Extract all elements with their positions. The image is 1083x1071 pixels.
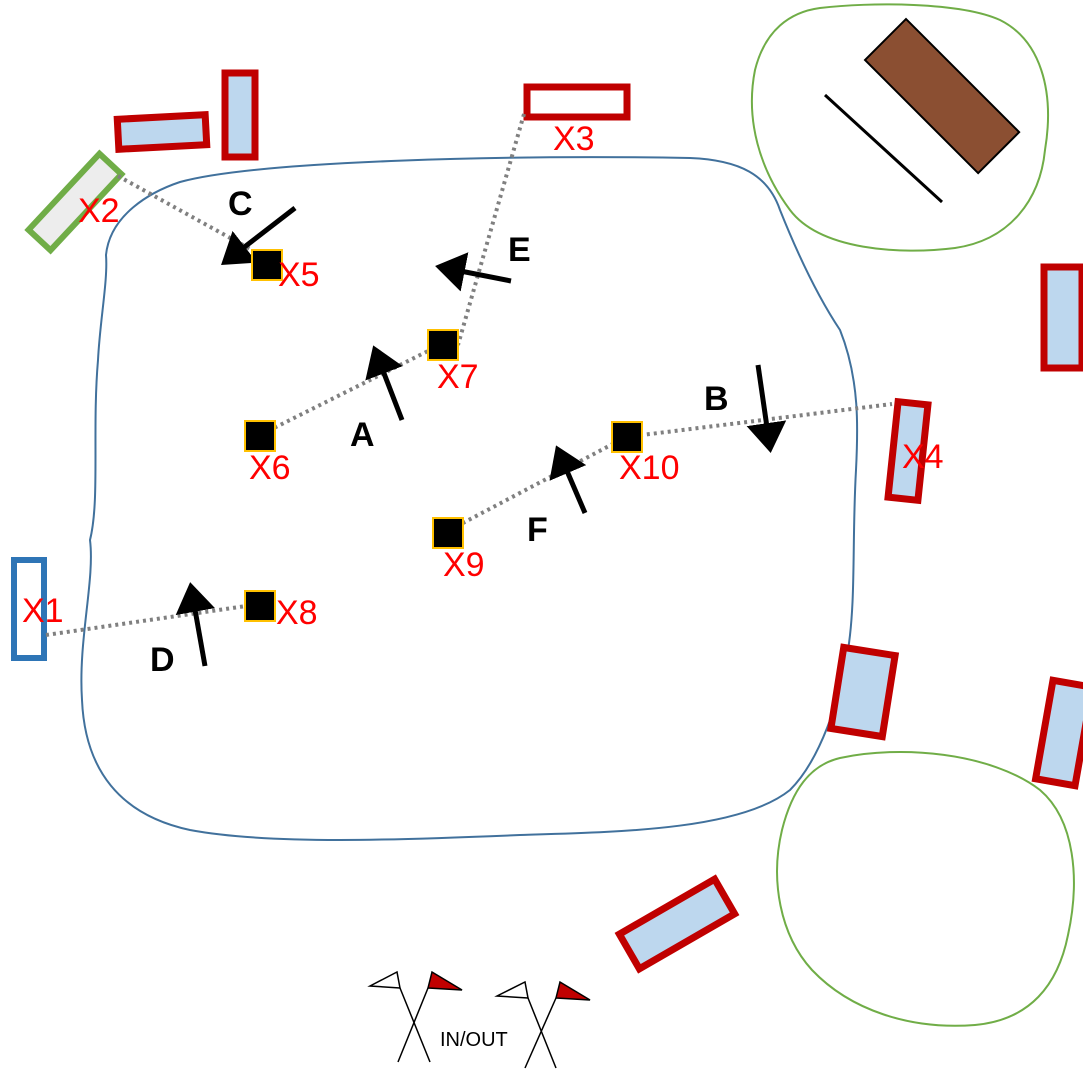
label-x7: X7	[437, 358, 479, 396]
label-direction-a: A	[350, 416, 375, 454]
cell-x4	[884, 397, 932, 505]
label-x6: X6	[249, 449, 291, 487]
node-x6	[244, 420, 276, 452]
label-x2: X2	[78, 192, 120, 230]
gate-label: IN/OUT	[440, 1029, 508, 1051]
label-x9: X9	[443, 546, 485, 584]
label-direction-f: F	[527, 511, 548, 549]
cell-x3	[523, 83, 631, 121]
node-x5	[251, 249, 283, 281]
cell-top-left-horizontal	[113, 111, 211, 153]
label-x8: X8	[276, 594, 318, 632]
cell-x2	[24, 149, 126, 255]
node-x7	[427, 329, 459, 361]
label-direction-d: D	[150, 641, 175, 679]
flag-pair-left	[367, 970, 463, 1063]
gate-flags: IN/OUT	[367, 970, 591, 1069]
cell-right-bottom	[1031, 676, 1083, 790]
label-direction-c: C	[228, 185, 253, 223]
label-x4: X4	[902, 438, 944, 476]
pond-bottom-right	[776, 751, 1075, 1027]
node-x8	[244, 590, 276, 622]
cell-bottom	[614, 874, 740, 974]
label-x1: X1	[22, 592, 64, 630]
label-direction-b: B	[704, 380, 729, 418]
cell-right-top	[1040, 263, 1083, 372]
pond-top-right	[750, 3, 1049, 252]
cell-right-middle	[826, 643, 900, 741]
cell-x1	[11, 557, 47, 661]
building	[823, 17, 1021, 204]
label-x5: X5	[278, 256, 320, 294]
direction-arrows	[175, 206, 787, 667]
cell-top-left-vertical	[221, 69, 259, 161]
label-x3: X3	[553, 120, 595, 158]
node-x10	[611, 421, 643, 453]
label-x10: X10	[619, 449, 680, 487]
field-boundary	[80, 156, 859, 841]
label-direction-e: E	[508, 231, 531, 269]
node-x9	[432, 517, 464, 549]
flag-pair-right	[494, 980, 591, 1069]
